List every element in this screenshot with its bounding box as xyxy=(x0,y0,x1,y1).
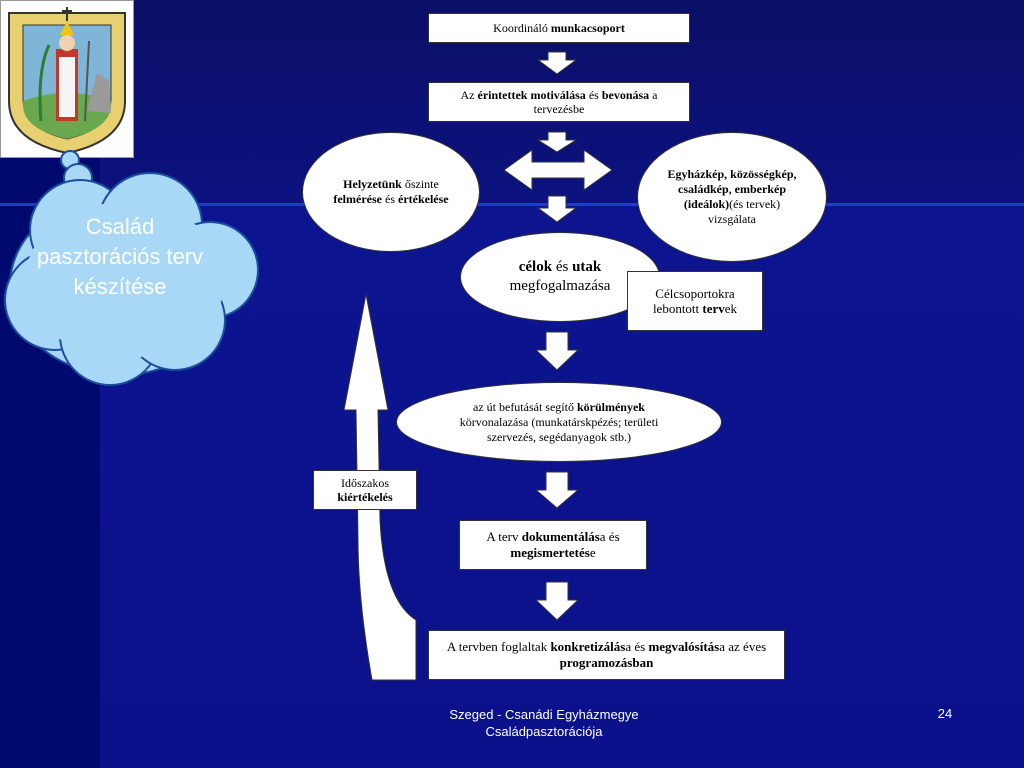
arrow-down-3 xyxy=(536,195,578,223)
target-groups-box: Célcsoportokra lebontott tervek xyxy=(627,271,763,331)
eval-b1: kiértékelés xyxy=(337,490,393,504)
footer-line2: Családpasztorációja xyxy=(485,724,603,739)
impl-b1: konkretizálás xyxy=(550,639,626,654)
doc-t2: a és xyxy=(599,529,620,544)
thought-cloud-fill xyxy=(25,202,225,358)
impl-b2: megvalósítás xyxy=(648,639,720,654)
coordinator-box: Koordináló munkacsoport xyxy=(428,13,690,43)
coordinator-bold: munkacsoport xyxy=(550,21,625,35)
situation-b2: felmérése xyxy=(333,192,382,206)
goals-ellipse: célok és utak megfogalmazása xyxy=(460,232,660,322)
situation-ellipse: Helyzetünk őszinte felmérése és értékelé… xyxy=(302,132,480,252)
situation-t1: őszinte xyxy=(401,177,439,191)
target-b1: terv xyxy=(702,301,725,316)
doc-t3: e xyxy=(589,545,596,560)
crest-image xyxy=(8,7,126,155)
target-t1: Célcsoportokra lebontott xyxy=(652,286,735,316)
motivation-box: Az érintettek motiválása és bevonása a t… xyxy=(428,82,690,122)
motivation-b1: érintettek motiválása xyxy=(477,88,586,102)
doc-b2: megismertetés xyxy=(510,545,590,560)
implementation-box: A tervben foglaltak konkretizálása és me… xyxy=(428,630,785,680)
goals-t1: és xyxy=(552,259,573,275)
arrow-down-6 xyxy=(534,581,580,621)
motivation-t3: a tervezésbe xyxy=(533,88,658,116)
doc-b1: dokumentálás xyxy=(521,529,600,544)
images-t1: (és tervek) vizsgálata xyxy=(708,197,781,226)
images-ellipse: Egyházkép, közösségkép, családkép, ember… xyxy=(637,132,827,262)
goals-b2: utak xyxy=(572,259,602,275)
goals-t2: megfogalmazása xyxy=(509,278,611,294)
down-arrows xyxy=(534,51,580,621)
impl-t3: a az éves xyxy=(719,639,767,654)
diocese-crest xyxy=(0,0,134,158)
arrow-down-2 xyxy=(536,131,578,153)
footer-title: Szeged - Csanádi Egyházmegye Családpaszt… xyxy=(400,706,688,740)
arrow-down-5 xyxy=(534,471,580,509)
images-b1: Egyházkép, közösségkép, családkép, ember… xyxy=(667,167,797,211)
situation-b1: Helyzetünk xyxy=(343,177,402,191)
coordinator-text: Koordináló xyxy=(493,21,551,35)
impl-t1: A tervben foglaltak xyxy=(446,639,551,654)
situation-b3: értékelése xyxy=(398,192,449,206)
target-t2: ek xyxy=(724,301,738,316)
double-arrow xyxy=(503,149,613,191)
impl-b3: programozásban xyxy=(559,655,654,670)
situation-t2: és xyxy=(382,192,398,206)
circ-t2: körvonalazása (munkatárskpézés; területi… xyxy=(459,414,659,444)
feedback-arrow xyxy=(343,293,417,681)
documentation-box: A terv dokumentálása és megismertetése xyxy=(459,520,647,570)
page-number: 24 xyxy=(937,706,953,721)
motivation-t1: Az xyxy=(460,88,478,102)
footer-line1: Szeged - Csanádi Egyházmegye xyxy=(449,707,639,722)
circ-b1: körülmények xyxy=(576,399,645,414)
doc-t1: A terv xyxy=(486,529,522,544)
circ-t1: az út befutását segítő xyxy=(473,399,577,414)
impl-t2: a és xyxy=(625,639,649,654)
goals-b1: célok xyxy=(518,259,553,275)
cloud-title: Család pasztorációs terv készítése xyxy=(36,214,204,299)
arrow-down-1 xyxy=(536,51,578,75)
motivation-b2: bevonása xyxy=(601,88,650,102)
arrow-down-4 xyxy=(534,331,580,371)
divider-line xyxy=(0,203,1024,206)
eval-t1: Időszakos xyxy=(341,476,389,490)
motivation-t2: és xyxy=(585,88,602,102)
